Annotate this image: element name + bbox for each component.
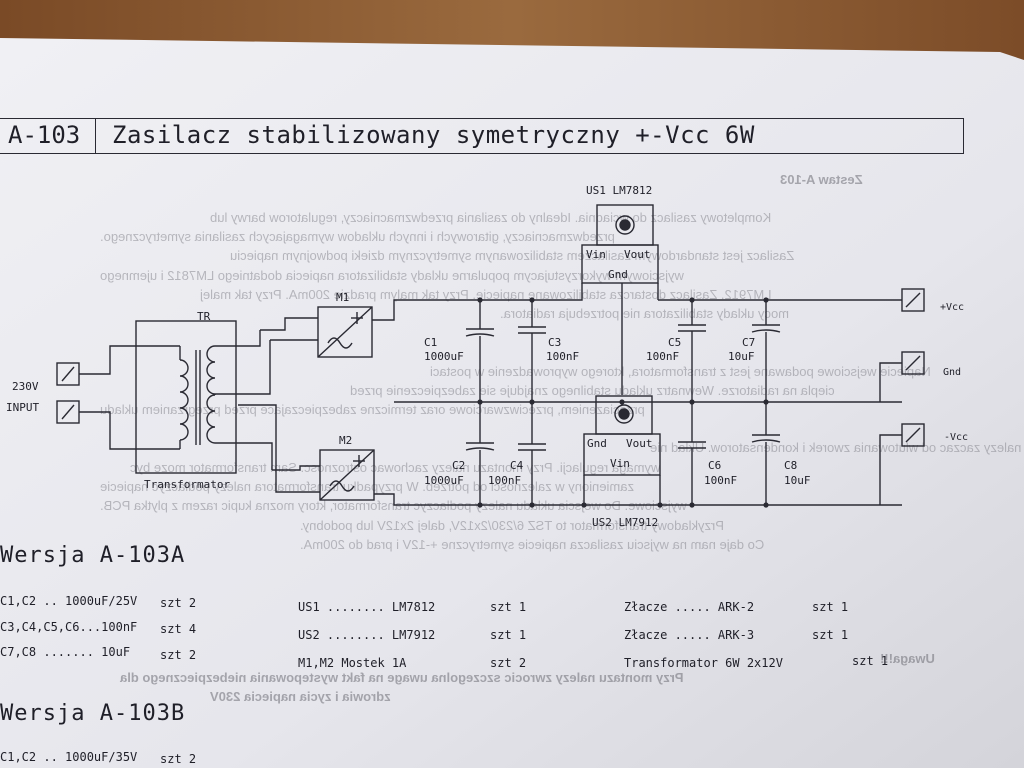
output-neg-label: -Vcc — [944, 432, 969, 443]
capacitor-ref: C8 — [784, 459, 798, 472]
capacitors — [465, 300, 781, 505]
parts-list-qty: szt 2 — [490, 656, 527, 670]
version-a-heading: Wersja A-103A — [0, 543, 186, 568]
regulator-us2 — [583, 395, 661, 476]
version-a-qty: szt 2 — [160, 596, 197, 610]
version-a-qty: szt 4 — [160, 622, 197, 636]
capacitor-value: 1000uF — [424, 350, 464, 363]
version-a-qty: szt 2 — [160, 648, 197, 662]
module-id: A-103 — [8, 121, 81, 149]
capacitor-value: 100nF — [704, 474, 738, 487]
transformer-name: Transformator — [144, 478, 231, 491]
capacitor-value: 1000uF — [424, 474, 464, 487]
parts-list-part: US2 ........ LM7912 — [298, 628, 436, 642]
version-a-part: C1,C2 .. 1000uF/25V — [0, 594, 138, 608]
version-b-part: C1,C2 .. 1000uF/35V — [0, 750, 138, 764]
title-divider — [95, 118, 96, 154]
regulator-us2-vout: Vout — [626, 437, 653, 450]
transformer-ref: TR — [197, 310, 211, 323]
bridge-m1 — [317, 306, 373, 358]
bridge-m1-label: M1 — [336, 291, 350, 304]
version-a-part: C3,C4,C5,C6...100nF — [0, 620, 138, 634]
capacitor-ref: C2 — [452, 459, 466, 472]
regulator-us1-vout: Vout — [624, 248, 651, 261]
regulator-us1-gnd: Gnd — [608, 268, 628, 281]
output-terminal — [901, 288, 925, 447]
transformer-symbol — [79, 320, 237, 474]
capacitor-value: 100nF — [546, 350, 580, 363]
regulator-us2-gnd: Gnd — [587, 437, 607, 450]
parts-list-qty: szt 1 — [490, 628, 527, 642]
capacitor-ref: C4 — [510, 459, 524, 472]
capacitor-value: 10uF — [728, 350, 755, 363]
regulator-us1 — [581, 204, 659, 284]
capacitor-ref: C5 — [668, 336, 682, 349]
bridge-m2-label: M2 — [339, 434, 353, 447]
capacitor-ref: C3 — [548, 336, 562, 349]
capacitor-value: 100nF — [488, 474, 522, 487]
capacitor-ref: C6 — [708, 459, 722, 472]
regulator-us2-label: US2 LM7912 — [592, 516, 659, 529]
parts-list-qty: szt 1 — [490, 600, 527, 614]
parts-list-part: Transformator 6W 2x12V — [624, 656, 783, 670]
output-gnd-label: Gnd — [943, 367, 962, 378]
parts-list-qty: szt 1 — [812, 628, 849, 642]
input-label: INPUT — [6, 401, 40, 414]
input-voltage: 230V — [12, 380, 39, 393]
capacitor-ref: C1 — [424, 336, 438, 349]
parts-list-part: Złacze ..... ARK-2 — [624, 600, 755, 614]
regulator-us1-label: US1 LM7812 — [586, 184, 653, 197]
parts-list-part: US1 ........ LM7812 — [298, 600, 436, 614]
capacitor-value: 10uF — [784, 474, 811, 487]
parts-list-part: M1,M2 Mostek 1A — [298, 656, 407, 670]
parts-list-qty: szt 1 — [812, 600, 849, 614]
capacitor-ref: C7 — [742, 336, 756, 349]
input-terminal — [56, 362, 80, 424]
regulator-us2-vin: Vin — [610, 457, 630, 470]
version-b-heading: Wersja A-103B — [0, 701, 186, 726]
parts-list-qty: szt 1 — [852, 654, 889, 668]
paper-sheet — [0, 38, 1024, 768]
capacitor-value: 100nF — [646, 350, 680, 363]
parts-list-part: Złacze ..... ARK-3 — [624, 628, 755, 642]
bridge-m2 — [319, 449, 375, 501]
regulator-us1-vin: Vin — [586, 248, 606, 261]
page-title: Zasilacz stabilizowany symetryczny +-Vcc… — [112, 121, 755, 149]
output-pos-label: +Vcc — [940, 302, 965, 313]
version-b-qty: szt 2 — [160, 752, 197, 766]
title-frame — [0, 118, 964, 154]
version-a-part: C7,C8 ....... 10uF — [0, 645, 131, 659]
